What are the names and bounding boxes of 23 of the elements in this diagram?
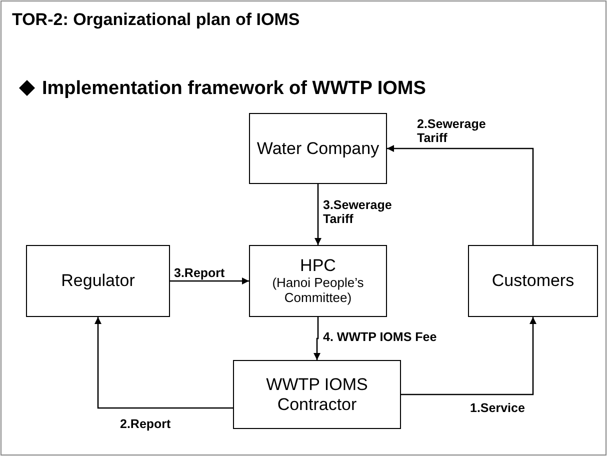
arrow xyxy=(314,317,320,360)
node-label: Regulator xyxy=(61,271,135,291)
edge-label: 2.Report xyxy=(120,417,171,432)
entity-box xyxy=(233,360,401,429)
section-heading: Implementation framework of WWTP IOMS xyxy=(42,78,426,100)
edge-label: 4. WWTP IOMS Fee xyxy=(323,330,437,344)
edge-label: 1.Service xyxy=(470,401,525,416)
slide-title: TOR-2: Organizational plan of IOMS xyxy=(12,10,300,30)
node-subtitle: (Hanoi People’s Committee) xyxy=(271,276,365,306)
arrow xyxy=(401,317,536,396)
arrow xyxy=(170,278,249,284)
entity-box xyxy=(249,113,387,184)
node-label: WWTP IOMS Contractor xyxy=(265,374,369,414)
node-label: Water Company xyxy=(256,138,380,158)
entity-box xyxy=(249,245,387,317)
arrow xyxy=(94,317,233,409)
node-label: HPC xyxy=(300,256,336,276)
entity-box xyxy=(468,245,598,317)
entity-box xyxy=(26,245,170,317)
arrow xyxy=(387,145,534,245)
arrow xyxy=(314,184,322,245)
node-label: Customers xyxy=(492,271,574,291)
edge-label: 3.Report xyxy=(174,266,225,280)
